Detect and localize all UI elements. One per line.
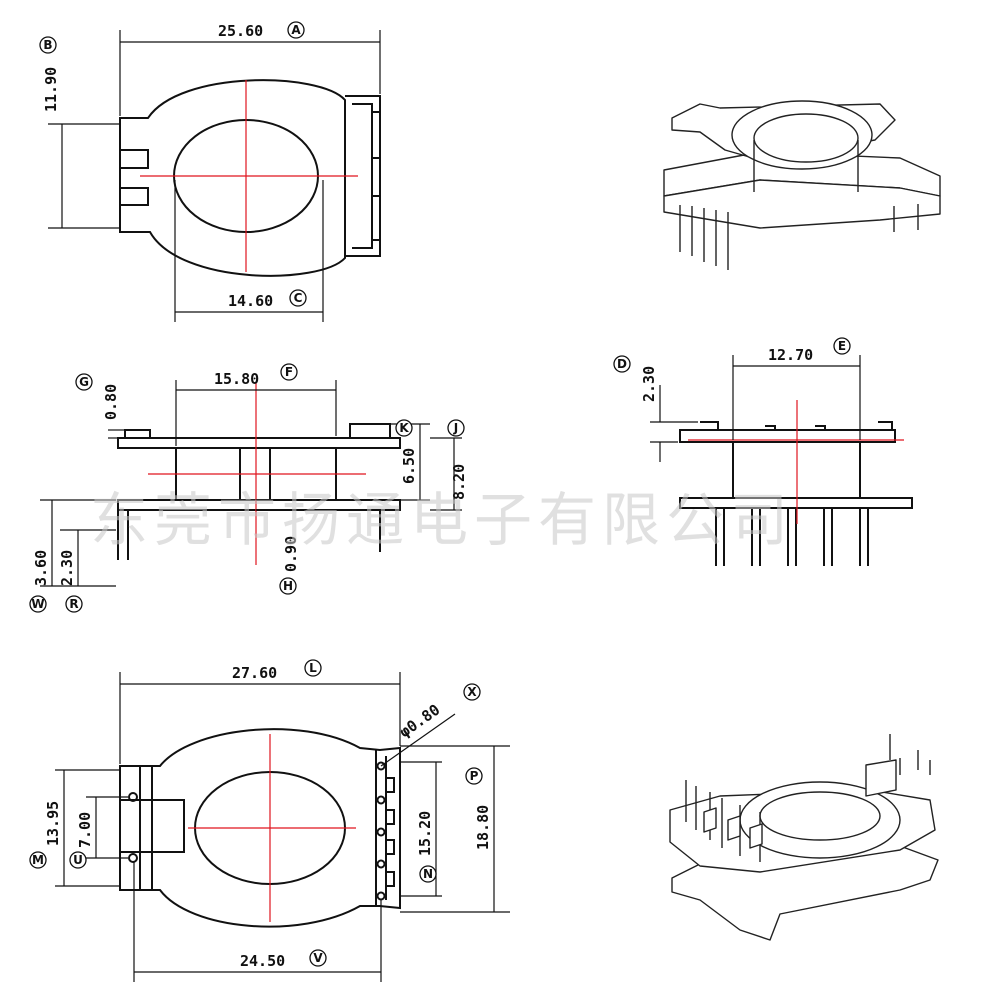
svg-text:L: L xyxy=(309,661,317,675)
badge-m: M xyxy=(29,851,47,869)
svg-text:A: A xyxy=(291,23,301,37)
badge-w: W xyxy=(29,595,47,613)
isometric-view-bottom xyxy=(669,734,939,941)
front-view: 15.80 F 0.80 G 6.50 K 8.20 J 0.90 H 3.60… xyxy=(29,363,468,613)
svg-text:X: X xyxy=(467,685,477,699)
dim-l-value: 27.60 xyxy=(232,664,277,682)
badge-d: D xyxy=(613,355,631,373)
dim-e-value: 12.70 xyxy=(768,346,813,364)
svg-text:D: D xyxy=(617,357,627,371)
dim-h-value: 0.90 xyxy=(282,536,300,572)
badge-b: B xyxy=(39,36,57,54)
svg-text:U: U xyxy=(73,853,83,867)
dim-j-value: 8.20 xyxy=(450,464,468,500)
badge-h: H xyxy=(279,577,297,595)
svg-text:F: F xyxy=(285,365,293,379)
badge-f: F xyxy=(280,363,298,381)
svg-text:E: E xyxy=(838,339,846,353)
watermark-text: 东莞市扬通电子有限公司 xyxy=(90,486,794,554)
badge-p: P xyxy=(465,767,483,785)
badge-k: K xyxy=(395,419,413,437)
svg-text:R: R xyxy=(69,597,78,611)
svg-text:V: V xyxy=(313,951,323,965)
dim-c-value: 14.60 xyxy=(228,292,273,310)
dim-w-value: 3.60 xyxy=(32,550,50,586)
svg-text:N: N xyxy=(423,867,433,881)
svg-text:M: M xyxy=(32,853,44,867)
dim-u-value: 7.00 xyxy=(76,812,94,848)
badge-x: X xyxy=(463,683,481,701)
svg-text:P: P xyxy=(470,769,479,783)
side-view: 12.70 E 2.30 D xyxy=(613,337,913,566)
dim-d-value: 2.30 xyxy=(640,366,658,402)
badge-u: U xyxy=(69,851,87,869)
dim-g-value: 0.80 xyxy=(102,384,120,420)
dim-b-value: 11.90 xyxy=(42,67,60,112)
badge-g: G xyxy=(75,373,93,391)
top-view: 25.60 A 11.90 B 14.60 C xyxy=(39,21,381,322)
bottom-view: 27.60 L 13.95 M 7.00 U φ0.80 X 15.20 N 1… xyxy=(29,659,510,982)
dim-m-value: 13.95 xyxy=(44,801,62,846)
dim-f-value: 15.80 xyxy=(214,370,259,388)
badge-r: R xyxy=(65,595,83,613)
dim-v-value: 24.50 xyxy=(240,952,285,970)
svg-text:W: W xyxy=(31,597,44,611)
svg-text:J: J xyxy=(453,421,458,435)
badge-l: L xyxy=(304,659,322,677)
badge-n: N xyxy=(419,865,437,883)
badge-v: V xyxy=(309,949,327,967)
svg-text:B: B xyxy=(43,38,52,52)
dim-p-value: 18.80 xyxy=(474,805,492,850)
dim-r-value: 2.30 xyxy=(58,550,76,586)
dim-n-value: 15.20 xyxy=(416,811,434,856)
svg-text:H: H xyxy=(283,579,293,593)
dim-x-value: φ0.80 xyxy=(396,701,443,742)
badge-e: E xyxy=(833,337,851,355)
badge-a: A xyxy=(287,21,305,39)
isometric-view-top xyxy=(663,100,941,270)
dim-k-value: 6.50 xyxy=(400,448,418,484)
svg-text:C: C xyxy=(294,291,303,305)
dim-a-value: 25.60 xyxy=(218,22,263,40)
badge-c: C xyxy=(289,289,307,307)
svg-text:K: K xyxy=(399,421,409,435)
svg-text:G: G xyxy=(79,375,89,389)
badge-j: J xyxy=(447,419,465,437)
